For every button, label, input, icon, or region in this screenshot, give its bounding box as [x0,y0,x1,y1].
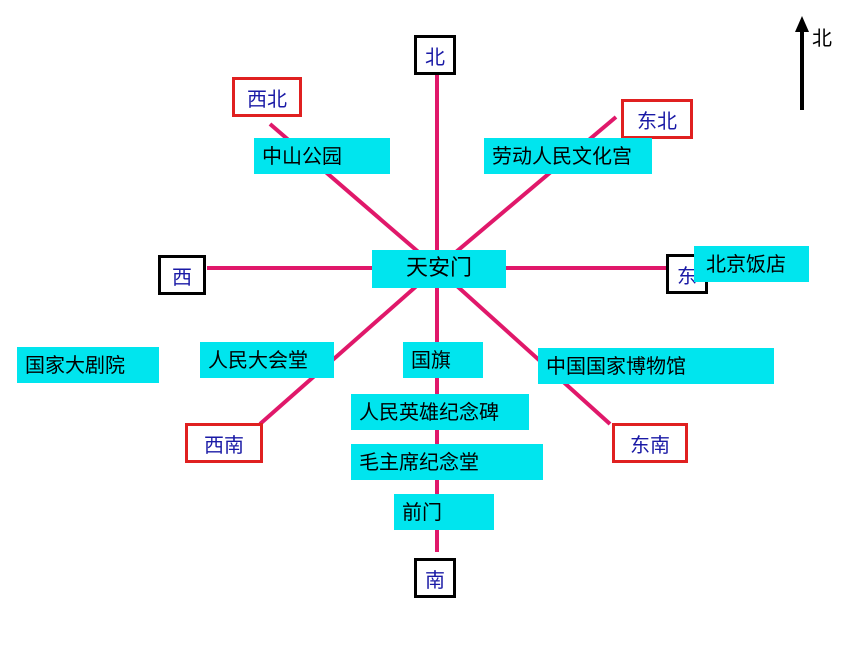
direction-west: 西 [158,255,206,295]
place-mausoleum: 毛主席纪念堂 [351,444,543,480]
direction-southeast: 东南 [612,423,688,463]
direction-southwest: 西南 [185,423,263,463]
direction-northwest: 西北 [232,77,302,117]
place-national-flag: 国旗 [403,342,483,378]
direction-northeast: 东北 [621,99,693,139]
place-beijing-hotel: 北京饭店 [694,246,809,282]
line-southeast [435,266,612,426]
place-national-theater: 国家大剧院 [17,347,159,383]
line-southwest [258,266,439,426]
direction-south: 南 [414,558,456,598]
north-arrow-head [795,16,809,32]
place-tiananmen: 天安门 [372,250,506,288]
place-monument: 人民英雄纪念碑 [351,394,529,430]
direction-north: 北 [414,35,456,75]
place-qianmen: 前门 [394,494,494,530]
place-great-hall: 人民大会堂 [200,342,334,378]
place-workers-cultural-palace: 劳动人民文化宫 [484,138,652,174]
place-national-museum: 中国国家博物馆 [538,348,774,384]
north-arrow-label: 北 [812,26,832,50]
place-zhongshan-park: 中山公园 [254,138,390,174]
